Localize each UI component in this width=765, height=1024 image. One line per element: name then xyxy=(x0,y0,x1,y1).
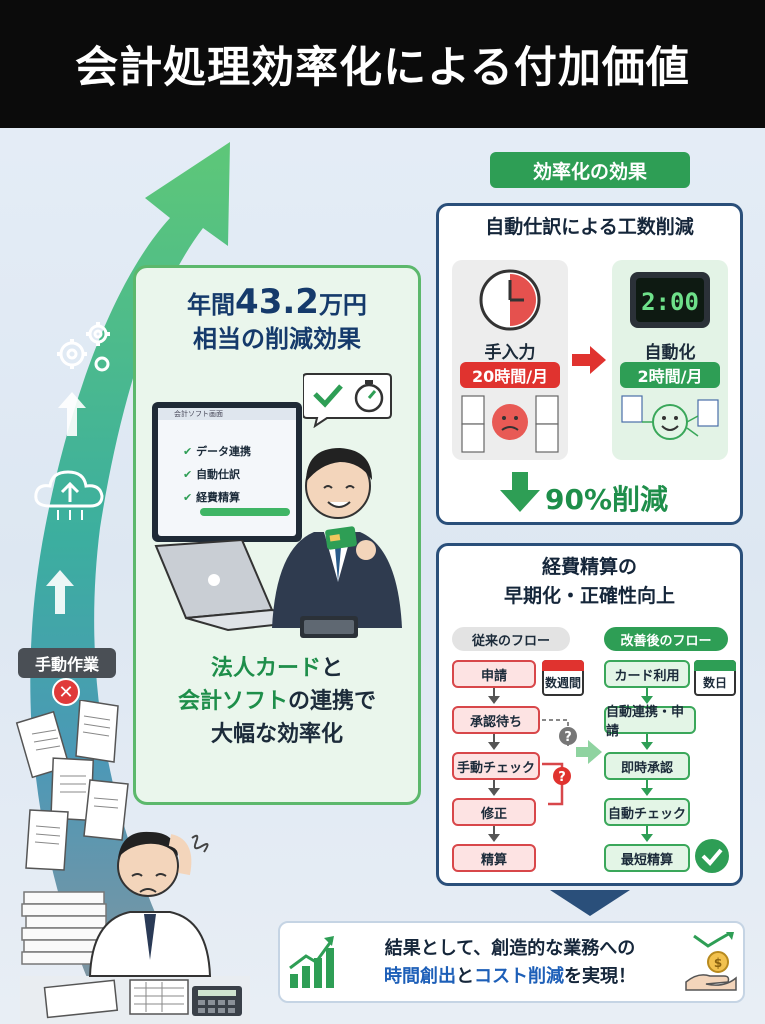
new-flow-arrows xyxy=(641,688,653,842)
coin-hand-icon: $ xyxy=(685,932,737,991)
new-duration: 数日 xyxy=(702,676,727,690)
screen-title: 会計ソフト画面 xyxy=(158,408,296,420)
new-step-fast-settle: 最短精算 xyxy=(604,844,690,872)
new-step-auto-check: 自動チェック xyxy=(604,798,690,826)
manual-work-label: 手動作業 xyxy=(18,648,116,678)
flow-transition-arrow-icon xyxy=(576,740,602,764)
check-circle-icon xyxy=(695,839,729,873)
businessman-illustration xyxy=(272,448,402,628)
progress-bar xyxy=(200,508,290,516)
checklist-item: ✔ 自動仕訳 xyxy=(183,468,241,481)
old-step-waiting: 承認待ち xyxy=(452,706,540,734)
check-icon: ✔ xyxy=(183,445,193,458)
new-step-auto-apply: 自動連携・申請 xyxy=(604,705,696,739)
clock-icon xyxy=(479,269,541,331)
savings-subtitle: 相当の削減効果 xyxy=(193,325,361,353)
up-arrow-icon xyxy=(46,570,74,614)
up-arrow-icon xyxy=(58,392,86,436)
check-stopwatch-bubble xyxy=(303,373,392,428)
check-icon: ✔ xyxy=(183,491,193,504)
title-prefix: 年間 xyxy=(187,291,236,319)
savings-title: 年間43.2万円 相当の削減効果 xyxy=(133,285,421,356)
progress-fill xyxy=(200,508,290,516)
integration-message: 法人カードと 会計ソフトの連携で 大幅な効率化 xyxy=(177,656,377,747)
automation-label: 自動化 xyxy=(644,343,696,363)
expense-title: 経費精算の 早期化・正確性向上 xyxy=(503,556,675,607)
growth-chart-icon xyxy=(289,936,334,988)
automation-time-badge: 2時間/月 xyxy=(620,362,720,388)
phone-icon xyxy=(300,616,358,638)
result-message: 結果として、創造的な業務への 時間創出とコスト削減を実現！ xyxy=(384,938,636,987)
stressed-worker-illustration xyxy=(20,831,250,1024)
auto-journal-title: 自動仕訳による工数削減 xyxy=(485,216,694,238)
manual-time-badge: 20時間/月 xyxy=(460,362,560,388)
documents-sad-icon xyxy=(461,395,559,453)
effects-heading: 効率化の効果 xyxy=(490,152,690,188)
receipts-illustration xyxy=(15,700,129,871)
clock-display: 2:00 xyxy=(641,288,699,316)
old-duration: 数週間 xyxy=(544,676,581,690)
down-chevron-icon xyxy=(550,890,630,916)
old-step-fix: 修正 xyxy=(452,798,536,826)
checklist-item: ✔ データ連携 xyxy=(183,445,252,458)
check-icon: ✔ xyxy=(183,468,193,481)
new-step-instant-approval: 即時承認 xyxy=(604,752,690,780)
new-step-card-use: カード利用 xyxy=(604,660,690,688)
x-icon: ✕ xyxy=(52,678,80,706)
result-banner xyxy=(278,921,745,1003)
screen-checklist: ✔ データ連携 ✔ 自動仕訳 ✔ 経費精算 xyxy=(183,440,251,509)
page-title: 会計処理効率化による付加価値 xyxy=(75,43,690,93)
digital-clock-icon: 2:00 xyxy=(630,272,710,328)
new-calendar-icon: 数日 xyxy=(694,660,736,696)
cloud-upload-icon xyxy=(34,470,104,520)
old-flow-heading: 従来のフロー xyxy=(452,627,570,651)
title-suffix: 万円 xyxy=(318,291,367,319)
right-arrow-icon xyxy=(572,346,606,374)
old-flow-arrows xyxy=(488,688,500,842)
svg-text:?: ? xyxy=(564,730,572,745)
reduction-text: 90%削減 xyxy=(545,483,669,516)
manual-input-label: 手入力 xyxy=(484,343,536,363)
checklist-item: ✔ 経費精算 xyxy=(183,491,241,504)
question-loop-icon: ? ? xyxy=(542,719,577,806)
new-flow-heading: 改善後のフロー xyxy=(604,627,728,651)
svg-text:?: ? xyxy=(558,770,566,785)
old-step-settle: 精算 xyxy=(452,844,536,872)
old-calendar-icon: 数週間 xyxy=(542,660,584,696)
svg-text:$: $ xyxy=(714,956,722,970)
gears-icon xyxy=(57,322,110,372)
old-step-manual-check: 手動チェック xyxy=(452,752,540,780)
header-bar: 会計処理効率化による付加価値 xyxy=(0,0,765,128)
savings-amount: 43.2 xyxy=(235,282,319,322)
documents-happy-icon xyxy=(621,395,719,440)
down-arrow-icon xyxy=(500,472,540,512)
old-step-apply: 申請 xyxy=(452,660,536,688)
